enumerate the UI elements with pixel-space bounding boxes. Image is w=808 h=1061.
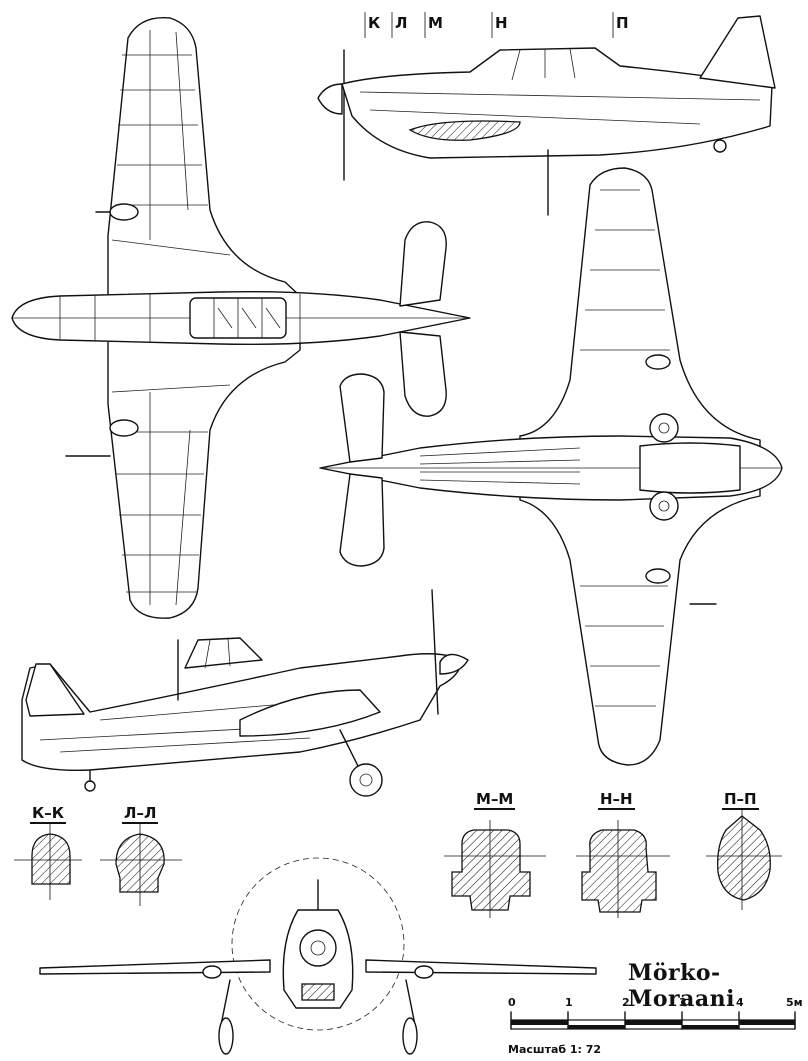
bottom-view xyxy=(319,167,783,766)
top-view xyxy=(11,16,471,619)
section-label-m-m: М–М xyxy=(474,790,516,810)
drawing-title: Mörko-Moraani xyxy=(628,960,735,1012)
scale-tick-3: 3 xyxy=(679,996,687,1009)
scale-tick-4: 4 xyxy=(736,996,744,1009)
section-marker-k: К xyxy=(368,14,381,32)
scale-caption: Масштаб 1: 72 xyxy=(508,1043,602,1056)
section-label-p-p: П–П xyxy=(722,790,759,810)
scale-tick-2: 2 xyxy=(622,996,630,1009)
section-label-l-l: Л–Л xyxy=(122,804,159,824)
cross-sections xyxy=(14,810,782,918)
section-marker-l: Л xyxy=(395,14,408,32)
section-label-n-n: Н–Н xyxy=(598,790,635,810)
scale-tick-0: 0 xyxy=(508,996,516,1009)
scale-bar xyxy=(510,1011,796,1030)
side-view-lower xyxy=(21,589,469,797)
scale-tick-5: 5м xyxy=(786,996,803,1009)
front-view xyxy=(39,857,597,1055)
section-label-k-k: К–К xyxy=(30,804,67,824)
section-marker-n: Н xyxy=(495,14,508,32)
section-marker-p: П xyxy=(616,14,629,32)
scale-tick-1: 1 xyxy=(565,996,573,1009)
side-view-upper xyxy=(317,12,776,216)
section-marker-m: М xyxy=(428,14,443,32)
